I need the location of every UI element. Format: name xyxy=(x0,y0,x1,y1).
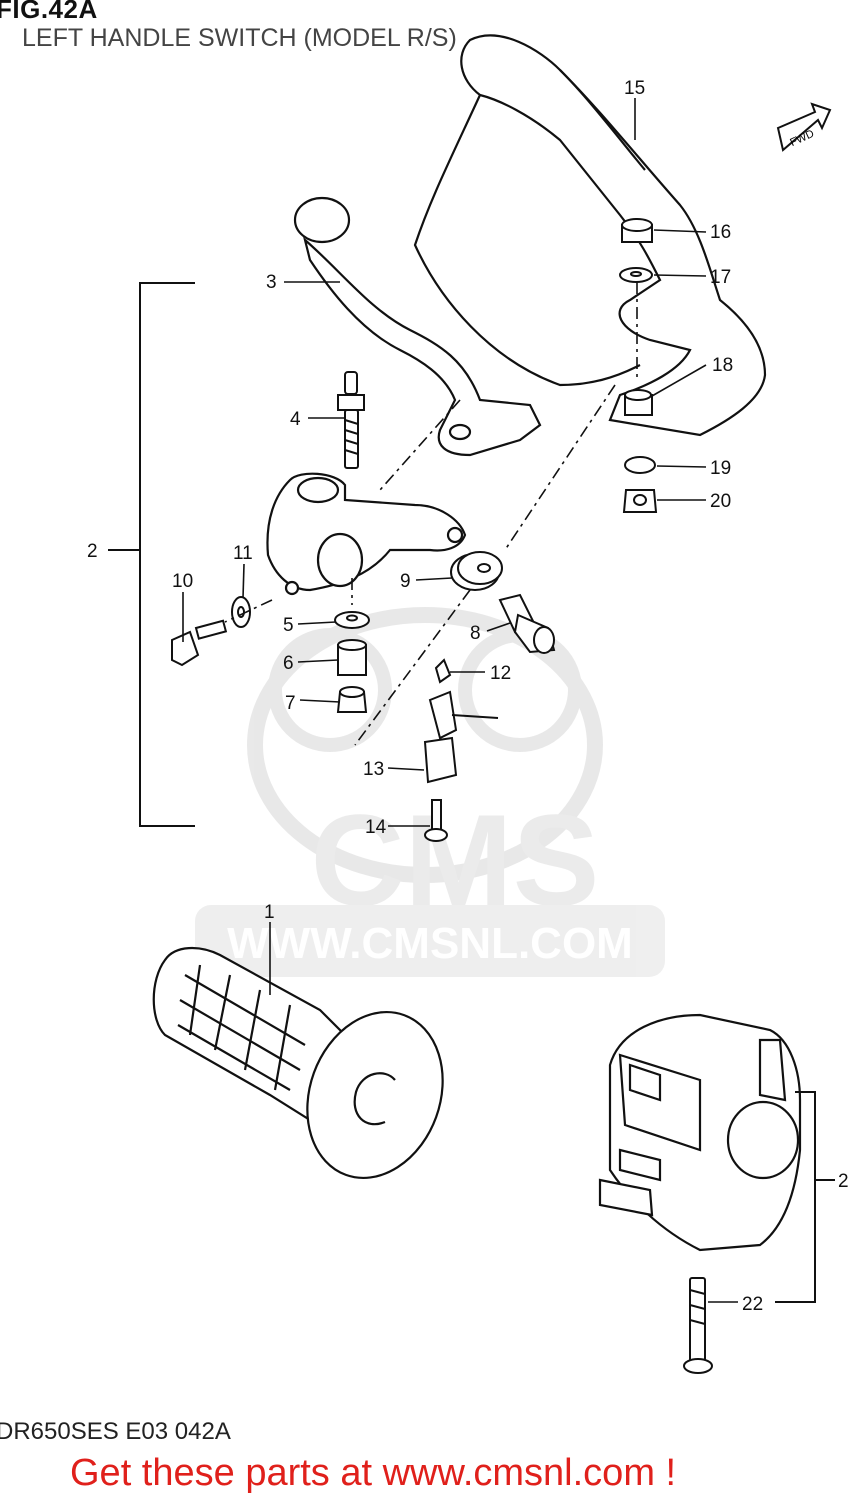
callout-20: 20 xyxy=(710,491,731,512)
collar-18 xyxy=(624,389,653,416)
callout-4: 4 xyxy=(290,409,301,430)
hand-guard xyxy=(413,34,767,437)
callout-17: 17 xyxy=(710,267,731,288)
callout-2: 2 xyxy=(87,541,98,562)
callout-1: 1 xyxy=(264,902,275,923)
washer-5 xyxy=(334,611,370,629)
screw-22 xyxy=(683,1277,713,1374)
callout-19: 19 xyxy=(710,458,731,479)
handle-grip xyxy=(152,946,444,1180)
washer-17 xyxy=(619,267,653,283)
callout-7: 7 xyxy=(285,693,296,714)
adjuster-8 xyxy=(498,593,556,654)
figure-subtitle: LEFT HANDLE SWITCH (MODEL R/S) xyxy=(22,24,457,52)
watermark-logo: CMS xyxy=(311,787,600,933)
callout-6: 6 xyxy=(283,653,294,674)
collar-6 xyxy=(337,639,367,676)
callout-5: 5 xyxy=(283,615,294,636)
lever-bracket xyxy=(266,472,467,596)
callout-11: 11 xyxy=(233,543,253,564)
watermark: CMS WWW.CMSNL.COM xyxy=(195,607,665,977)
nut-20 xyxy=(622,489,658,513)
callout-8: 8 xyxy=(470,623,481,644)
callout-3: 3 xyxy=(266,272,277,293)
clip-12 xyxy=(434,658,452,684)
switch-13 xyxy=(423,690,499,784)
callout-labels: 1 2 2 3 4 5 6 7 8 9 10 11 12 13 14 15 16… xyxy=(87,78,849,1315)
nut-7 xyxy=(336,686,368,713)
callout-10: 10 xyxy=(172,571,193,592)
leader-lines xyxy=(182,98,738,1303)
fwd-arrow: FWD xyxy=(776,102,832,152)
figure-title: FIG.42A xyxy=(0,0,98,24)
cap-16 xyxy=(621,218,653,243)
clutch-lever xyxy=(293,196,542,457)
callout-16: 16 xyxy=(710,222,731,243)
watermark-url: WWW.CMSNL.COM xyxy=(227,919,633,968)
screw-14 xyxy=(424,799,448,842)
assembly-lines xyxy=(224,282,638,746)
pivot-bolt xyxy=(337,371,365,469)
callout-13: 13 xyxy=(363,759,384,780)
diagram-code: DR650SES E03 042A xyxy=(0,1418,231,1445)
washer-19 xyxy=(624,456,656,474)
callout-14: 14 xyxy=(365,817,387,838)
callout-15: 15 xyxy=(624,78,645,99)
switch-assembly xyxy=(598,1013,802,1252)
bolt-10 xyxy=(171,619,228,667)
callout-18: 18 xyxy=(712,355,733,376)
callout-12: 12 xyxy=(490,663,511,684)
watermark-mascot xyxy=(247,607,603,883)
washer-11 xyxy=(231,596,251,628)
callout-2-assembly: 2 xyxy=(838,1171,849,1192)
assembly-bracket-right xyxy=(775,1091,835,1303)
callout-22: 22 xyxy=(742,1294,763,1315)
locknut-9 xyxy=(450,551,503,591)
promo-link[interactable]: Get these parts at www.cmsnl.com ! xyxy=(70,1452,677,1494)
callout-9: 9 xyxy=(400,571,411,592)
assembly-bracket-left xyxy=(108,282,195,827)
